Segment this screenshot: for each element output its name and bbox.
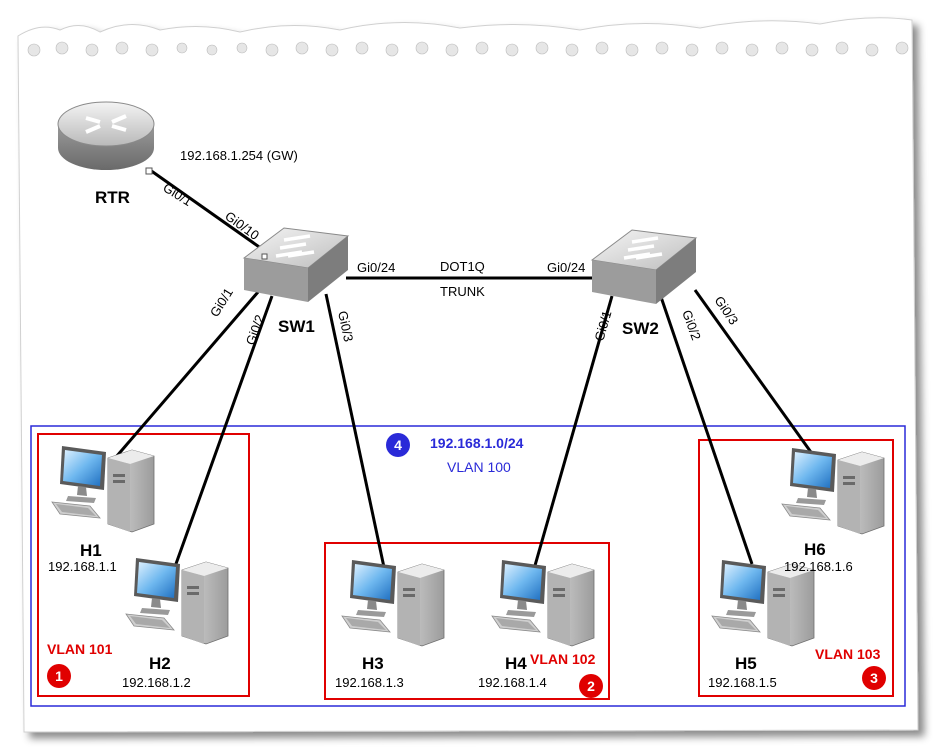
h3-label: H3 [362, 654, 384, 673]
vlan101-label: VLAN 101 [47, 641, 113, 657]
h3-ip: 192.168.1.3 [335, 675, 404, 690]
badge-1 [47, 664, 71, 688]
link-sw1-h3 [324, 293, 387, 573]
vlan101-frame [37, 433, 250, 697]
h6-ip: 192.168.1.6 [784, 559, 853, 574]
rtr-label: RTR [95, 188, 130, 207]
vlan102-label: VLAN 102 [530, 651, 596, 667]
h5-label: H5 [735, 654, 757, 673]
vlan102-frame [324, 542, 610, 700]
sw2-trunk-port: Gi0/24 [547, 260, 585, 275]
router-icon [57, 101, 155, 175]
link-sw1-h2 [170, 295, 274, 576]
sw2-label: SW2 [622, 319, 659, 338]
vlan100-label: VLAN 100 [447, 459, 511, 475]
rtr-ip: 192.168.1.254 (GW) [180, 148, 298, 163]
link-sw2-h5 [658, 293, 754, 565]
paper-torn-holes [27, 41, 909, 57]
sw1-port-h3: Gi0/3 [335, 310, 356, 344]
h4-label: H4 [505, 654, 527, 673]
h2-label: H2 [149, 654, 171, 673]
badge-4 [386, 433, 410, 457]
links [108, 168, 820, 577]
link-sw2-h6 [693, 289, 820, 463]
badge-3 [862, 666, 886, 690]
h1-ip: 192.168.1.1 [48, 559, 117, 574]
link-sw2-h4 [530, 295, 614, 577]
h6-label: H6 [804, 540, 826, 559]
badge-4-text: 4 [394, 437, 402, 453]
h1-label: H1 [80, 541, 102, 560]
vlan103-label: VLAN 103 [815, 646, 881, 662]
h2-ip: 192.168.1.2 [122, 675, 191, 690]
link-rtr-sw1 [149, 168, 273, 258]
h4-ip: 192.168.1.4 [478, 675, 547, 690]
sw1-trunk-port: Gi0/24 [357, 260, 395, 275]
badge-1-text: 1 [55, 668, 63, 684]
sw1-label: SW1 [278, 317, 315, 336]
vlan103-frame [698, 439, 894, 697]
link-sw1-h1 [108, 291, 260, 465]
badge-3-text: 3 [870, 670, 878, 686]
vlan100-subnet: 192.168.1.0/24 [430, 435, 524, 451]
paper-sheet [17, 17, 919, 733]
badge-2-text: 2 [587, 678, 595, 694]
badge-2 [579, 674, 603, 698]
switch-sw2-icon [590, 229, 698, 304]
vlan100-frame [30, 425, 906, 707]
trunk-label-line1: DOT1Q [440, 259, 485, 274]
h5-ip: 192.168.1.5 [708, 675, 777, 690]
switch-sw1-icon [242, 227, 350, 302]
trunk-label-line2: TRUNK [440, 284, 485, 299]
